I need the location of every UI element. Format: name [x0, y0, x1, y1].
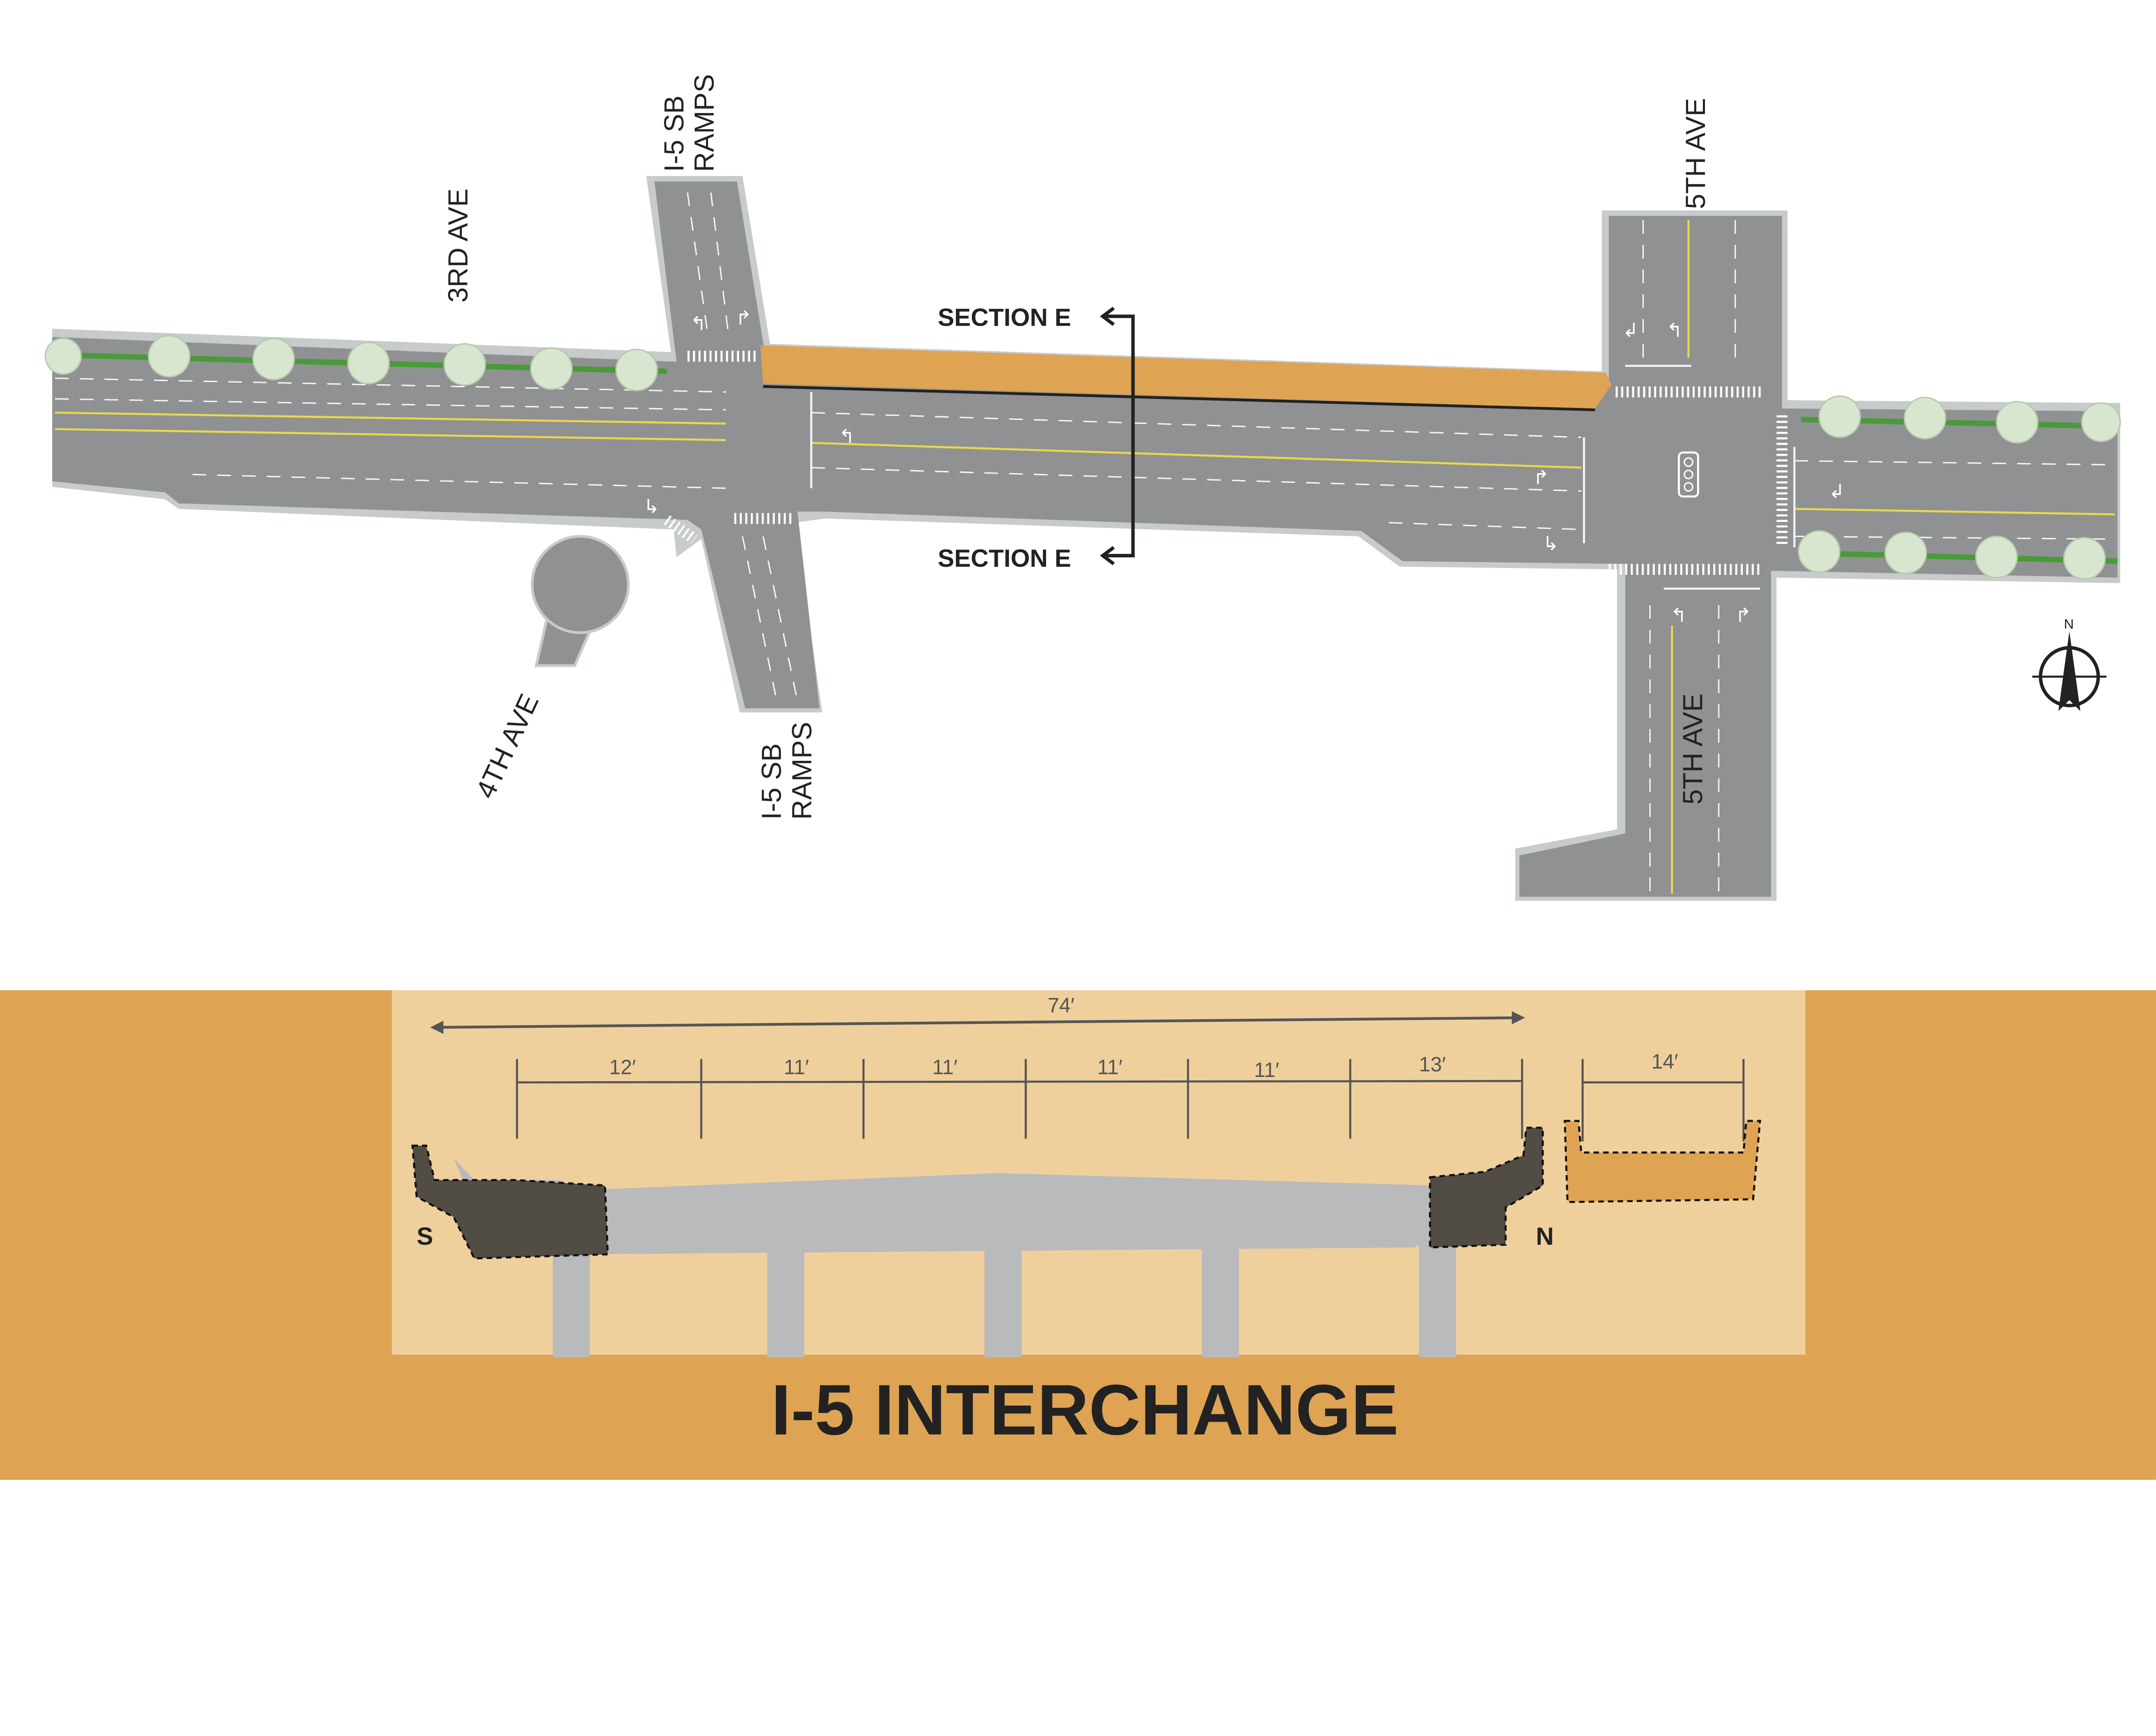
svg-text:↱: ↱	[1735, 604, 1751, 626]
lane-markings	[55, 192, 2115, 894]
lane-width-4: 11′	[1097, 1056, 1123, 1079]
street-label-5th-ave-north: 5TH AVE	[1680, 98, 1711, 209]
section-marker-top: SECTION E	[938, 304, 1071, 332]
street-label-5th-ave-south: 5TH AVE	[1677, 694, 1708, 805]
section-marker-bottom: SECTION E	[938, 545, 1071, 572]
svg-text:↰: ↰	[1667, 319, 1683, 342]
street-trees	[44, 335, 2121, 580]
sidepath-width: 14′	[1651, 1051, 1678, 1074]
svg-text:↰: ↰	[1670, 604, 1686, 626]
svg-text:↳: ↳	[1543, 533, 1559, 555]
barrier-line	[763, 385, 1595, 411]
svg-text:↱: ↱	[736, 307, 752, 330]
plan-view: ↰ ↱ ↰ ↱ ↳ ↲ ↰ ↲ ↳ ↰ ↱ SECTION E SECTION E	[44, 74, 2121, 901]
street-label-sb-ramps-south-line1: I-5 SB	[756, 743, 787, 819]
lane-width-6: 13′	[1419, 1053, 1446, 1076]
existing-barriers	[411, 1127, 1544, 1260]
north-arrow-icon: N	[2032, 616, 2107, 711]
svg-text:↰: ↰	[839, 425, 855, 448]
fourth-ave-cul-de-sac	[530, 535, 630, 667]
proposed-sidepath	[1564, 1120, 1761, 1203]
street-label-3rd-ave: 3RD AVE	[442, 188, 473, 303]
svg-text:↲: ↲	[1623, 319, 1639, 342]
overall-width-label: 74′	[1048, 994, 1075, 1017]
dimension-lines	[430, 1011, 1745, 1142]
street-label-sb-ramps-north-line1: I-5 SB	[658, 95, 689, 172]
section-cut-line	[1100, 307, 1135, 565]
north-label-section: N	[1536, 1223, 1554, 1250]
svg-text:↲: ↲	[1829, 480, 1845, 502]
lane-width-1: 12′	[609, 1056, 636, 1079]
turn-arrows: ↰ ↱ ↰ ↱ ↳ ↲ ↰ ↲ ↳ ↰ ↱	[643, 307, 1845, 627]
south-label: S	[417, 1223, 433, 1250]
lane-width-3: 11′	[932, 1056, 958, 1079]
bridge-deck	[454, 1158, 1456, 1358]
page-title: I-5 INTERCHANGE	[771, 1370, 1398, 1450]
street-label-sb-ramps-north-line2: RAMPS	[689, 74, 720, 172]
svg-text:↱: ↱	[1533, 466, 1549, 489]
traffic-signal-icon	[1678, 451, 1699, 498]
lane-width-5: 11′	[1254, 1059, 1279, 1082]
north-label: N	[2064, 616, 2074, 631]
interchange-diagram: ↰ ↱ ↰ ↱ ↳ ↲ ↰ ↲ ↳ ↰ ↱ SECTION E SECTION E	[0, 74, 2156, 1480]
proposed-widening-highlight	[760, 345, 1612, 409]
section-view: 74′ 12′ 11′ 11′ 11′ 11′ 13′ 14′ S N I-5 …	[0, 990, 2156, 1480]
lane-width-2: 11′	[784, 1056, 809, 1079]
lane-width-labels: 12′ 11′ 11′ 11′ 11′ 13′ 14′	[609, 1051, 1678, 1082]
svg-text:↳: ↳	[643, 495, 659, 518]
svg-text:↰: ↰	[690, 312, 706, 335]
street-label-sb-ramps-south-line2: RAMPS	[786, 722, 817, 820]
